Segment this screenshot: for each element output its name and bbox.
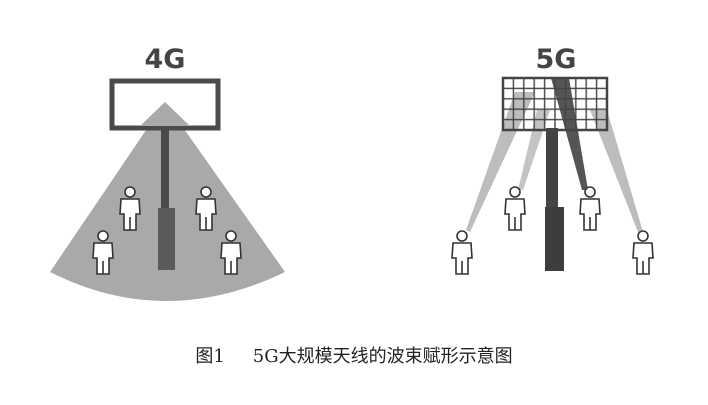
panel-5g: 5G bbox=[451, 44, 654, 275]
user-icon bbox=[632, 230, 654, 275]
beam bbox=[590, 110, 643, 232]
caption-text: 5G大规模天线的波束赋形示意图 bbox=[252, 346, 513, 367]
user-icon bbox=[579, 186, 601, 231]
label-5g: 5G bbox=[536, 44, 577, 75]
figure-caption: 图1 5G大规模天线的波束赋形示意图 bbox=[0, 342, 708, 368]
pole-base-4g bbox=[158, 208, 175, 270]
user-icon bbox=[451, 230, 473, 275]
panel-4g: 4G bbox=[50, 44, 285, 301]
figure-number: 图1 bbox=[195, 346, 225, 367]
pole-5g bbox=[546, 128, 558, 210]
antenna-array-5g bbox=[501, 76, 609, 132]
user-icon bbox=[504, 186, 526, 231]
label-4g: 4G bbox=[145, 44, 186, 75]
pole-base-5g bbox=[545, 207, 564, 271]
pole-4g bbox=[161, 128, 169, 210]
